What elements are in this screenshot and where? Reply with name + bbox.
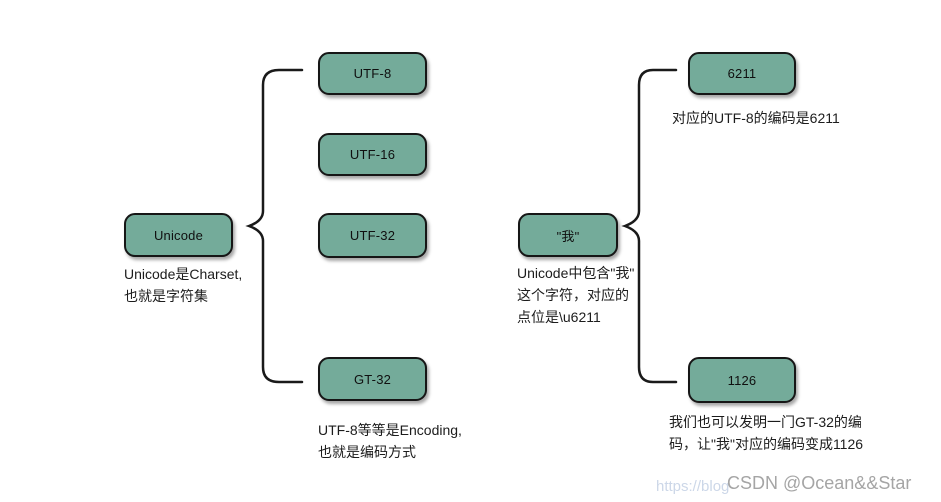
node-utf-32: UTF-32 xyxy=(318,213,427,258)
node-gt-32: GT-32 xyxy=(318,357,427,401)
watermark-credit-text: CSDN @Ocean&&Star xyxy=(727,473,912,493)
node-6211: 6211 xyxy=(688,52,796,95)
node-utf-16: UTF-16 xyxy=(318,133,427,176)
right-brace-connector xyxy=(621,68,678,384)
node-wo-character: "我" xyxy=(518,213,618,257)
caption-unicode-charset: Unicode是Charset, 也就是字符集 xyxy=(124,266,243,304)
left-brace-connector xyxy=(245,68,304,384)
caption-utf8-encoding-6211: 对应的UTF-8的编码是6211 xyxy=(672,110,840,126)
node-1126: 1126 xyxy=(688,357,796,403)
caption-encoding: UTF-8等等是Encoding, 也就是编码方式 xyxy=(318,422,462,460)
node-unicode: Unicode xyxy=(124,213,233,257)
caption-gt32-encoding-1126: 我们也可以发明一门GT-32的编 码，让"我"对应的编码变成1126 xyxy=(669,414,864,452)
node-utf-8: UTF-8 xyxy=(318,52,427,95)
watermark-url-text: https://blog xyxy=(656,478,730,495)
caption-wo-codepoint: Unicode中包含"我" 这个字符，对应的 点位是\u6211 xyxy=(517,265,635,325)
